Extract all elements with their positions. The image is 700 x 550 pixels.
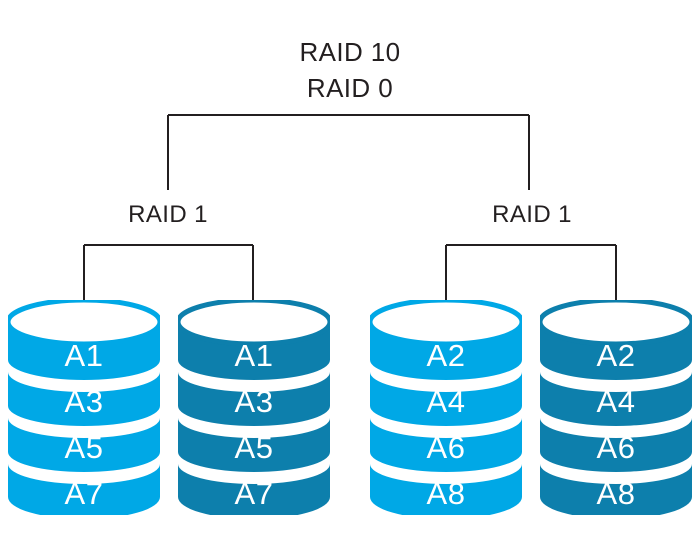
- disk-body-2: [178, 300, 330, 515]
- disk-1-block-3: A7: [64, 476, 104, 511]
- disk-cylinder-3: A2 A4 A6 A8: [370, 300, 522, 515]
- disk-4-block-0: A2: [596, 338, 636, 373]
- disk-body-3: [370, 300, 522, 515]
- diagram-title-raid0: RAID 0: [306, 73, 394, 103]
- disk-body-4: [540, 300, 692, 515]
- disk-body-1: [8, 300, 160, 515]
- disk-3-block-0: A2: [426, 338, 466, 373]
- disk-1-block-0: A1: [64, 338, 104, 373]
- group-label-raid1-right: RAID 1: [492, 201, 572, 228]
- disk-1-block-1: A3: [64, 384, 104, 419]
- disk-3-block-2: A6: [426, 430, 466, 465]
- bracket-raid0: [167, 114, 530, 190]
- group-label-raid1-left: RAID 1: [128, 201, 208, 228]
- disk-3-block-3: A8: [426, 476, 466, 511]
- disk-2-block-1: A3: [234, 384, 274, 419]
- disk-2-block-2: A5: [234, 430, 274, 465]
- disk-cylinder-2: A1 A3 A5 A7: [178, 300, 330, 515]
- disk-1-block-2: A5: [64, 430, 104, 465]
- disk-2-block-3: A7: [234, 476, 274, 511]
- disk-3-block-1: A4: [426, 384, 466, 419]
- diagram-title-raid10: RAID 10: [299, 37, 401, 67]
- disk-cylinder-4: A2 A4 A6 A8: [540, 300, 692, 515]
- disk-2-block-0: A1: [234, 338, 274, 373]
- disk-4-block-2: A6: [596, 430, 636, 465]
- disk-cylinder-1: A1 A3 A5 A7: [8, 300, 160, 515]
- disk-4-block-3: A8: [596, 476, 636, 511]
- disk-4-block-1: A4: [596, 384, 636, 419]
